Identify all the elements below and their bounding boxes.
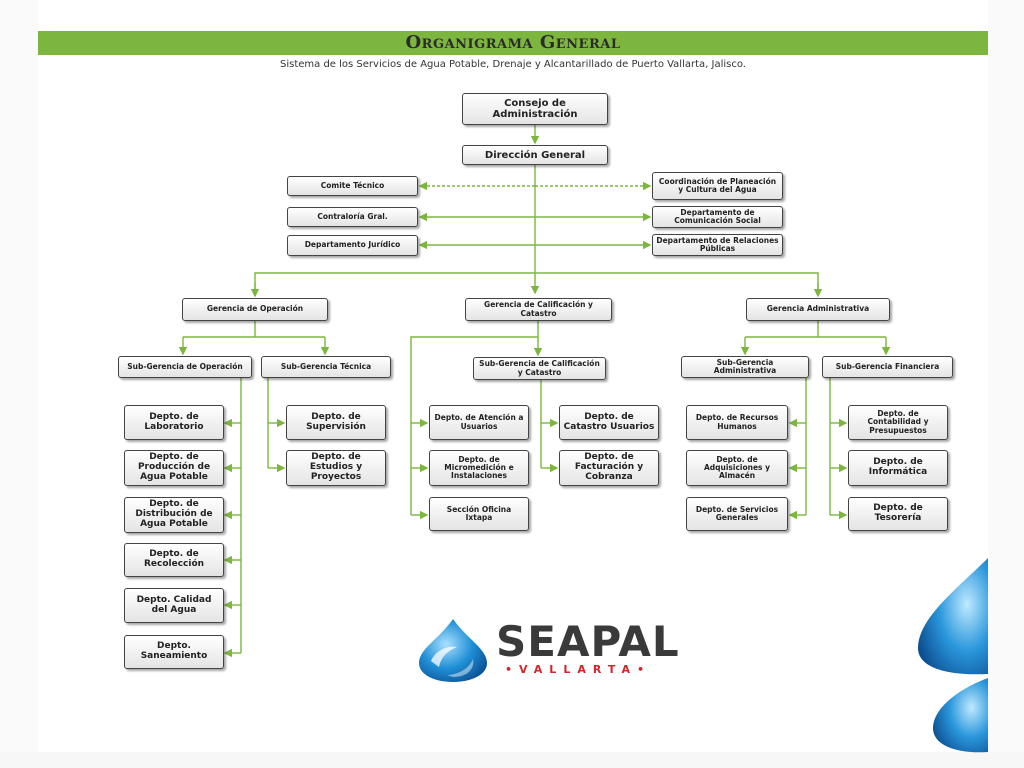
left-margin <box>0 0 38 768</box>
box-depto-contabilidad: Depto. de Contabilidad y Presupuestos <box>848 405 948 440</box>
box-sub-tecnica: Sub-Gerencia Técnica <box>261 356 391 378</box>
box-depto-distribucion: Depto. de Distribución de Agua Potable <box>124 497 224 533</box>
box-depto-facturacion: Depto. de Facturación y Cobranza <box>559 450 659 486</box>
connector-calif-left <box>410 336 538 515</box>
box-planeacion: Coordinación de Planeación y Cultura del… <box>652 172 783 200</box>
box-depto-laboratorio: Depto. de Laboratorio <box>124 405 224 440</box>
box-depto-recursos-humanos: Depto. de Recursos Humanos <box>686 405 788 440</box>
box-depto-produccion: Depto. de Producción de Agua Potable <box>124 450 224 486</box>
page-subtitle: Sistema de los Servicios de Agua Potable… <box>280 59 746 70</box>
logo-subtitle: •VALLARTA• <box>505 663 652 676</box>
box-sub-calificacion: Sub-Gerencia de Calificación y Catastro <box>473 357 606 380</box>
box-seccion-ixtapa: Sección Oficina Ixtapa <box>429 497 529 531</box>
drop-lower-icon <box>933 678 988 753</box>
bottom-margin <box>0 752 1024 768</box>
box-depto-estudios: Depto. de Estudios y Proyectos <box>286 450 386 486</box>
right-margin <box>988 0 1024 768</box>
box-gerencia-administrativa: Gerencia Administrativa <box>746 298 890 321</box>
box-contraloria: Contraloría Gral. <box>287 207 418 227</box>
box-depto-servicios: Depto. de Servicios Generales <box>686 497 788 531</box>
box-depto-calidad: Depto. Calidad del Agua <box>124 588 224 623</box>
box-sub-operacion: Sub-Gerencia de Operación <box>118 356 252 378</box>
box-depto-atencion: Depto. de Atención a Usuarios <box>429 405 529 440</box>
box-relaciones-publicas: Departamento de Relaciones Públicas <box>652 234 783 256</box>
box-depto-informatica: Depto. de Informática <box>848 450 948 486</box>
box-depto-catastro: Depto. de Catastro Usuarios <box>559 405 659 440</box>
box-depto-supervision: Depto. de Supervisión <box>286 405 386 440</box>
water-drop-icon <box>419 619 487 682</box>
box-depto-recoleccion: Depto. de Recolección <box>124 543 224 577</box>
page-title: Organigrama General <box>405 32 621 53</box>
decorative-drops <box>918 558 988 753</box>
box-comite-tecnico: Comite Técnico <box>287 176 418 196</box>
box-direccion-general: Dirección General <box>462 145 608 165</box>
box-gerencia-calificacion: Gerencia de Calificación y Catastro <box>465 298 612 321</box>
box-consejo: Consejo de Administración <box>462 93 608 125</box>
box-gerencia-operacion: Gerencia de Operación <box>182 298 328 321</box>
box-depto-adquisiciones: Depto. de Adquisiciones y Almacén <box>686 450 788 486</box>
box-depto-micromedicion: Depto. de Micromedición e Instalaciones <box>429 450 529 486</box>
box-juridico: Departamento Jurídico <box>287 235 418 256</box>
box-sub-financiera: Sub-Gerencia Financiera <box>822 356 953 378</box>
connector-gerencias <box>254 272 819 293</box>
box-sub-administrativa: Sub-Gerencia Administrativa <box>681 356 809 378</box>
title-bar: Organigrama General <box>38 31 988 55</box>
seapal-logo: SEAPAL •VALLARTA• <box>413 615 723 685</box>
box-depto-saneamiento: Depto. Saneamiento <box>124 635 224 669</box>
box-depto-tesoreria: Depto. de Tesorería <box>848 497 948 531</box>
drop-upper-icon <box>918 558 988 675</box>
box-comunicacion-social: Departamento de Comunicación Social <box>652 206 783 228</box>
logo-name: SEAPAL <box>496 617 680 666</box>
